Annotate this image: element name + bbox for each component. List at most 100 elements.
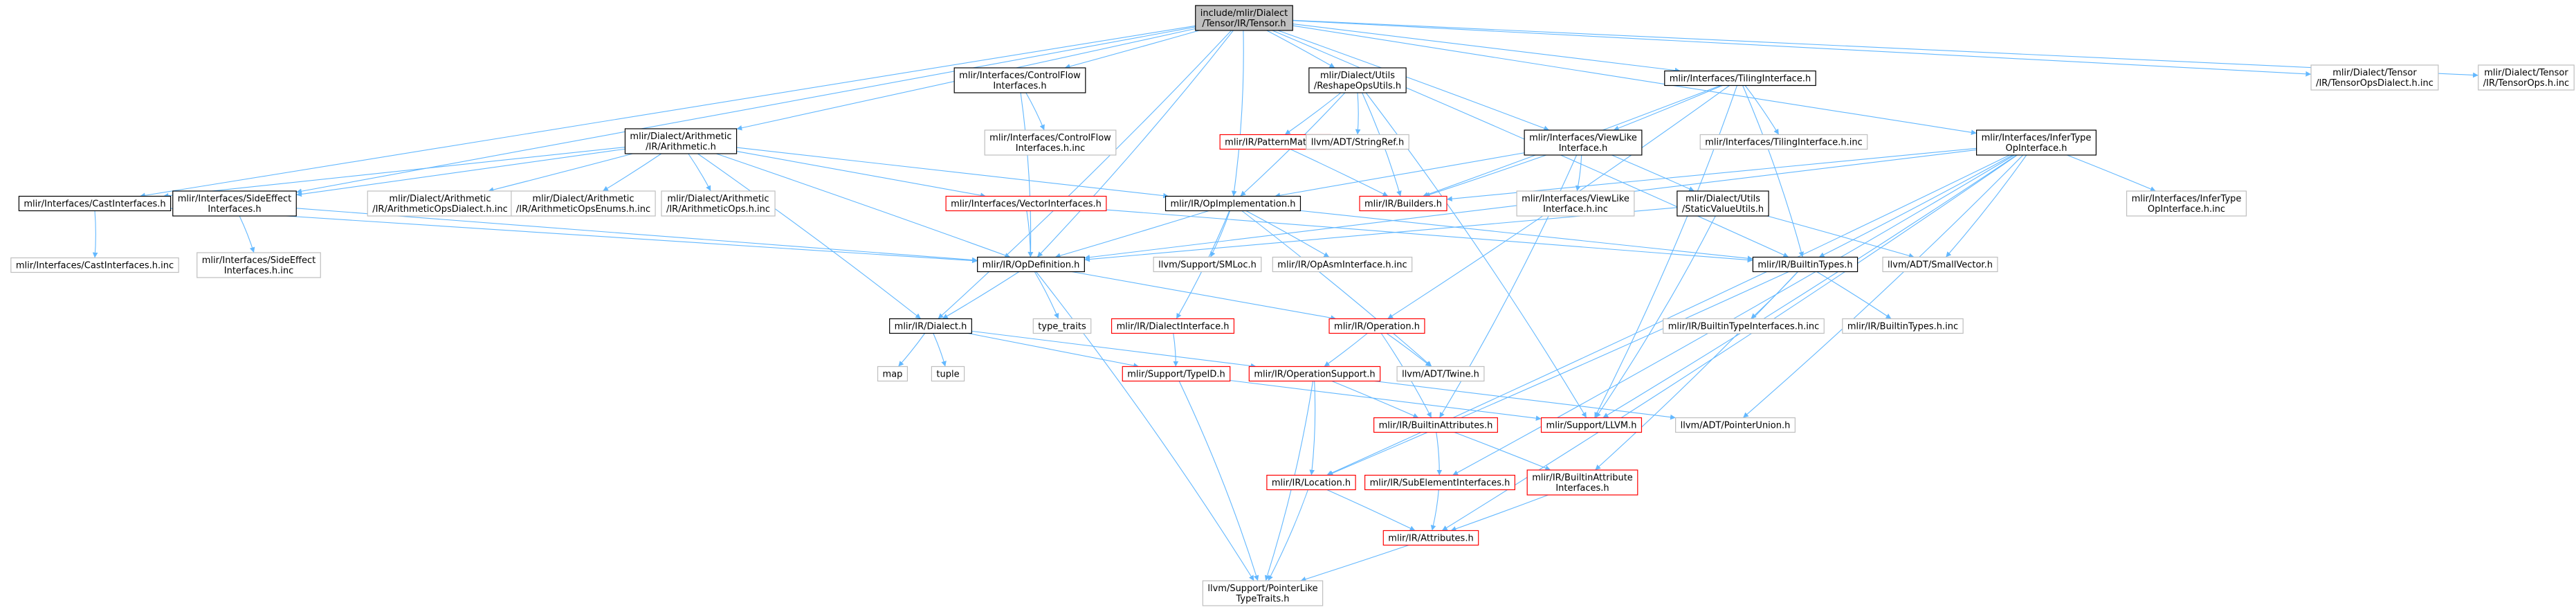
edge-patmatch-to-builders: [1290, 149, 1389, 197]
edge-infer-to-ptrunion: [1742, 154, 2024, 418]
node-arith[interactable]: mlir/Dialect/Arithmetic/IR/Arithmetic.h: [624, 128, 738, 154]
node-ptrunion[interactable]: llvm/ADT/PointerUnion.h: [1675, 417, 1796, 433]
node-box: [1882, 256, 1998, 273]
node-box: [945, 195, 1107, 212]
node-box: [1164, 195, 1301, 212]
node-operation[interactable]: mlir/IR/Operation.h: [1328, 318, 1425, 334]
node-arith-dialect-inc[interactable]: mlir/Dialect/Arithmetic/IR/ArithmeticOps…: [367, 190, 513, 217]
node-root[interactable]: include/mlir/Dialect/Tensor/IR/Tensor.h: [1195, 5, 1293, 31]
node-castif-inc[interactable]: mlir/Interfaces/CastInterfaces.h.inc: [10, 257, 179, 273]
node-label: Interfaces.h.inc: [224, 266, 293, 276]
node-label: mlir/Support/LLVM.h: [1546, 421, 1637, 431]
edge-root-to-tdialect-inc: [1292, 20, 2312, 77]
node-opdef[interactable]: mlir/IR/OpDefinition.h: [977, 256, 1085, 273]
edge-infer-to-infer-inc: [2067, 154, 2156, 192]
node-castif[interactable]: mlir/Interfaces/CastInterfaces.h: [18, 195, 172, 212]
edge-attributes-to-ptrlike: [1300, 544, 1409, 582]
node-opimpl[interactable]: mlir/IR/OpImplementation.h: [1164, 195, 1301, 212]
node-smloc[interactable]: llvm/Support/SMLoc.h: [1153, 256, 1262, 273]
edge-opdef-to-ptrlike: [1035, 271, 1254, 581]
node-reshape[interactable]: mlir/Dialect/Utils/ReshapeOpsUtils.h: [1308, 67, 1407, 93]
edge-line: [1300, 210, 1753, 261]
node-box: [367, 190, 513, 217]
edge-line: [1290, 149, 1389, 197]
node-label: mlir/Interfaces/CastInterfaces.h: [24, 199, 165, 210]
node-staticval[interactable]: mlir/Dialect/Utils/StaticValueUtils.h: [1677, 190, 1769, 217]
node-dialectif[interactable]: mlir/IR/DialectInterface.h: [1111, 318, 1235, 334]
edge-line: [1292, 25, 1977, 136]
edge-line: [1054, 210, 1209, 259]
node-infer-inc[interactable]: mlir/Interfaces/InferTypeOpInterface.h.i…: [2126, 190, 2247, 217]
node-subelem[interactable]: mlir/IR/SubElementInterfaces.h: [1364, 474, 1515, 491]
node-smallvector[interactable]: llvm/ADT/SmallVector.h: [1882, 256, 1998, 273]
edge-line: [1611, 154, 1695, 192]
node-cfi-inc[interactable]: mlir/Interfaces/ControlFlowInterfaces.h.…: [984, 129, 1117, 156]
node-label: mlir/Dialect/Utils: [1686, 194, 1760, 204]
edge-line: [736, 150, 986, 198]
edge-line: [1277, 30, 1550, 131]
edge-line: [938, 30, 1232, 319]
node-builders[interactable]: mlir/IR/Builders.h: [1359, 195, 1447, 212]
node-tuple[interactable]: tuple: [931, 365, 965, 382]
node-typeid[interactable]: mlir/Support/TypeID.h: [1122, 365, 1231, 382]
edge-builtinattrs-to-battr-if: [1454, 431, 1551, 471]
node-sideeff-inc[interactable]: mlir/Interfaces/SideEffectInterfaces.h.i…: [197, 252, 321, 278]
node-location[interactable]: mlir/IR/Location.h: [1266, 474, 1356, 491]
node-builtintypes[interactable]: mlir/IR/BuiltinTypes.h: [1752, 256, 1858, 273]
edge-dialect-to-map: [897, 333, 926, 367]
node-tops-inc[interactable]: mlir/Dialect/Tensor/IR/TensorOps.h.inc: [2478, 64, 2575, 91]
node-attributes[interactable]: mlir/IR/Attributes.h: [1382, 530, 1479, 546]
node-patmatch[interactable]: mlir/IR/PatternMatch.h: [1219, 134, 1331, 150]
node-box: [1663, 318, 1825, 334]
node-twine[interactable]: llvm/ADT/Twine.h: [1396, 365, 1485, 382]
node-label: mlir/Support/TypeID.h: [1127, 370, 1225, 380]
node-opsupport[interactable]: mlir/IR/OperationSupport.h: [1248, 365, 1381, 382]
node-tiling[interactable]: mlir/Interfaces/TilingInterface.h: [1664, 70, 1816, 87]
edge-root-to-reshape: [1266, 30, 1335, 69]
node-box: [1306, 134, 1409, 150]
node-type-traits[interactable]: type_traits: [1032, 318, 1092, 334]
node-label: Interface.h.inc: [1543, 204, 1608, 215]
node-builtinattrs[interactable]: mlir/IR/BuiltinAttributes.h: [1373, 417, 1498, 433]
node-box: [1373, 417, 1498, 433]
node-map[interactable]: map: [877, 365, 908, 382]
node-label: include/mlir/Dialect: [1200, 8, 1288, 19]
node-label: llvm/Support/PointerLike: [1207, 584, 1317, 594]
node-opasm-inc[interactable]: mlir/IR/OpAsmInterface.h.inc: [1272, 256, 1413, 273]
node-box: [1677, 190, 1769, 217]
node-vectorif[interactable]: mlir/Interfaces/VectorInterfaces.h: [945, 195, 1107, 212]
node-dialect[interactable]: mlir/IR/Dialect.h: [889, 318, 972, 334]
node-tdialect-inc[interactable]: mlir/Dialect/Tensor/IR/TensorOpsDialect.…: [2310, 64, 2439, 91]
node-label: mlir/IR/Attributes.h: [1388, 534, 1473, 544]
edge-line: [1742, 154, 2024, 418]
node-label: mlir/IR/BuiltinTypes.h.inc: [1847, 322, 1958, 332]
node-box: [661, 190, 776, 217]
node-box: [1111, 318, 1235, 334]
node-tiling-inc[interactable]: mlir/Interfaces/TilingInterface.h.inc: [1699, 134, 1868, 150]
node-bt-inc[interactable]: mlir/IR/BuiltinTypes.h.inc: [1842, 318, 1964, 334]
node-label: Interface.h: [1559, 143, 1608, 154]
node-label: mlir/IR/OpAsmInterface.h.inc: [1277, 260, 1407, 271]
node-llvmh[interactable]: mlir/Support/LLVM.h: [1540, 417, 1643, 433]
edge-staticval-to-llvmh: [1595, 215, 1716, 418]
edge-cfi-to-opdef: [1020, 92, 1034, 258]
node-label: /IR/TensorOpsDialect.h.inc: [2316, 78, 2433, 89]
node-arith-enums-inc[interactable]: mlir/Dialect/Arithmetic/IR/ArithmeticOps…: [511, 190, 656, 217]
edge-opimpl-to-twine: [1241, 210, 1432, 367]
node-stringref[interactable]: llvm/ADT/StringRef.h: [1306, 134, 1409, 150]
node-box: [1359, 195, 1447, 212]
edge-arith-to-dialect: [697, 153, 922, 319]
edge-line: [1326, 489, 1416, 531]
edge-line: [1284, 92, 1342, 135]
node-bt-if-inc[interactable]: mlir/IR/BuiltinTypeInterfaces.h.inc: [1663, 318, 1825, 334]
edge-line: [1209, 210, 1231, 258]
node-arith-ops-inc[interactable]: mlir/Dialect/Arithmetic/IR/ArithmeticOps…: [661, 190, 776, 217]
node-box: [1248, 365, 1381, 382]
